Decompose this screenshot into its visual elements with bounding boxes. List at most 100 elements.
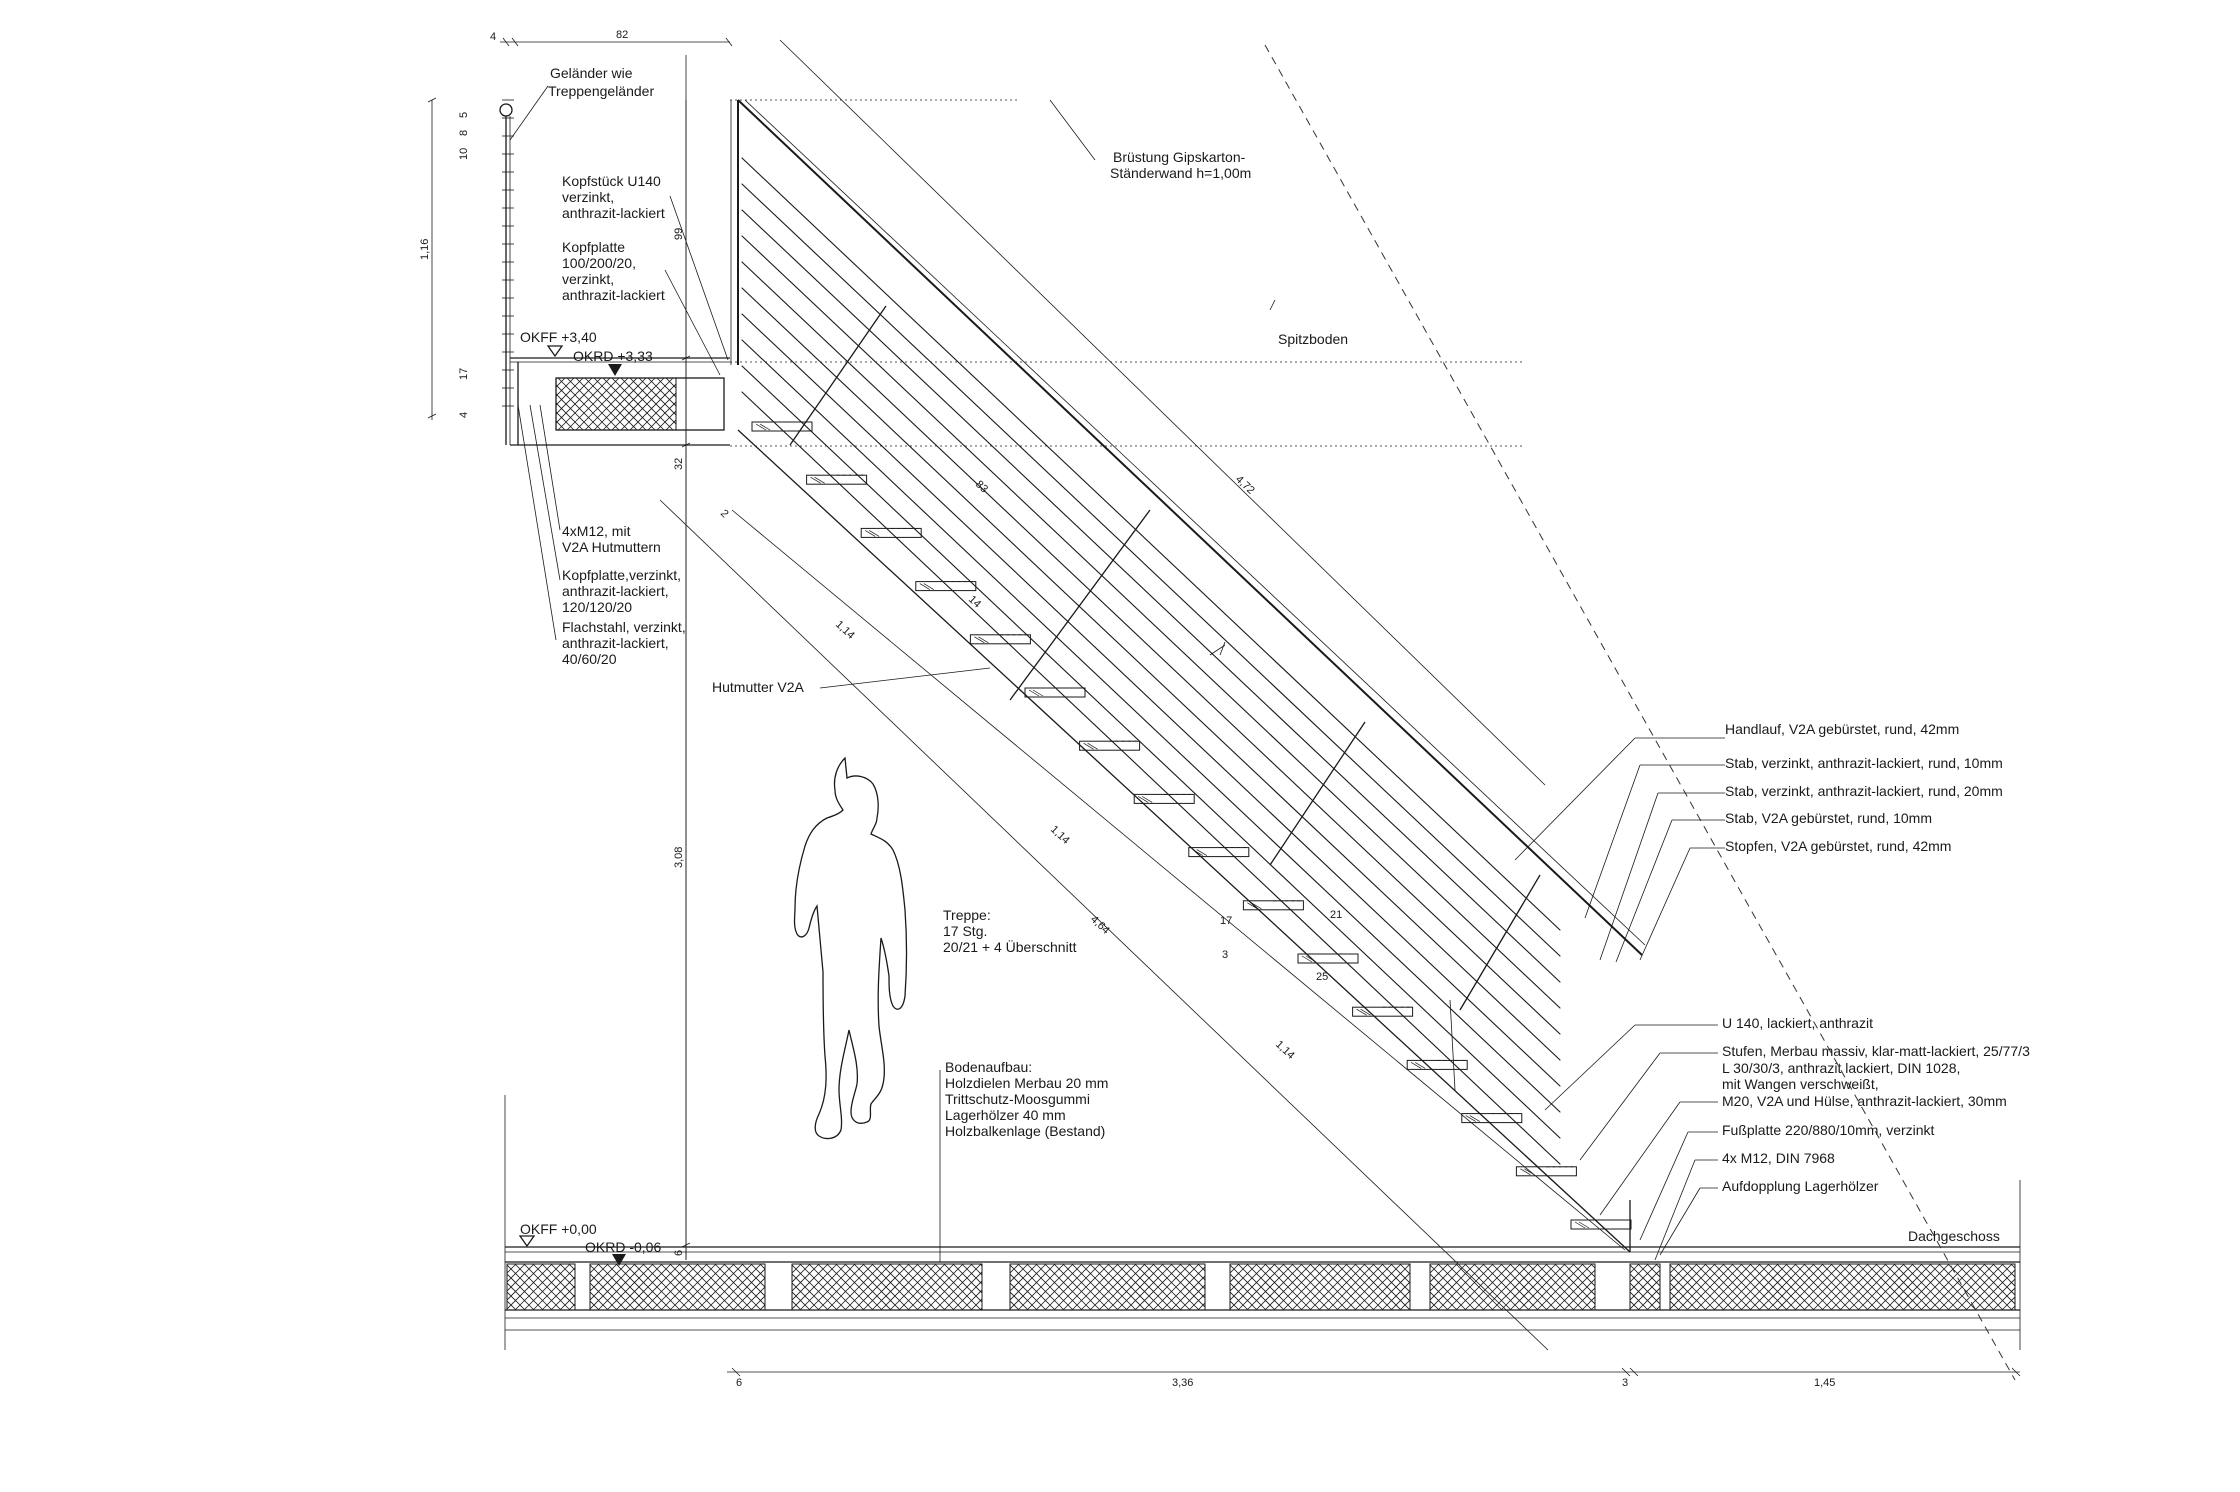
stair-step <box>860 527 922 538</box>
railing-bar <box>741 313 1561 1087</box>
stair-step <box>1297 953 1359 964</box>
label-gelaender: Geländer wie <box>550 65 633 81</box>
label-kopfplatte-3: verzinkt, <box>562 271 614 287</box>
label-m20: M20, V2A und Hülse, anthrazit-lackiert, … <box>1722 1093 2007 1109</box>
stair-step <box>1406 1059 1468 1070</box>
slab-block <box>1429 1263 1596 1311</box>
label-kopfplatte: Kopfplatte <box>562 239 625 255</box>
railing-bar <box>741 339 1561 1113</box>
label-flachstahl: Flachstahl, verzinkt, <box>562 619 686 635</box>
label-boden-3: Trittschutz-Moosgummi <box>945 1091 1090 1107</box>
leader-lines <box>509 85 1725 1262</box>
label-boden-5: Holzbalkenlage (Bestand) <box>945 1123 1105 1139</box>
dim-17-step: 17 <box>1220 915 1232 927</box>
railing-posts <box>789 305 1541 1091</box>
slab-block <box>589 1263 766 1311</box>
stair-step <box>1515 1166 1577 1177</box>
railing-bar <box>741 235 1561 1009</box>
slab-block <box>1669 1263 2016 1311</box>
slab-block <box>1229 1263 1411 1311</box>
dim-17-rail: 17 <box>458 368 470 380</box>
label-kopfstueck-3: anthrazit-lackiert <box>562 205 665 221</box>
label-bruestung: Brüstung Gipskarton- <box>1113 149 1246 165</box>
dim-336: 3,36 <box>1172 1377 1193 1389</box>
dim-5: 5 <box>458 112 470 118</box>
stair-step <box>1570 1219 1632 1230</box>
stair-steps <box>751 421 1632 1230</box>
dim-14: 14 <box>966 593 983 610</box>
label-m12-din: 4x M12, DIN 7968 <box>1722 1150 1835 1166</box>
railing-bar <box>741 365 1561 1139</box>
label-flachstahl-3: 40/60/20 <box>562 651 617 667</box>
dim-82: 82 <box>616 29 628 41</box>
slab-block <box>506 1263 576 1311</box>
railing-bar <box>741 391 1561 1165</box>
label-boden-4: Lagerhölzer 40 mm <box>945 1107 1066 1123</box>
stair-step <box>1133 793 1195 804</box>
label-okrd-top: OKRD +3,33 <box>573 348 653 364</box>
label-m12-2: V2A Hutmuttern <box>562 539 661 555</box>
railing-bar <box>741 287 1561 1061</box>
stair-step <box>1024 687 1086 698</box>
stair-step <box>915 581 977 592</box>
dim-99: 99 <box>673 228 685 240</box>
label-treppe-3: 20/21 + 4 Überschnitt <box>943 938 1077 955</box>
label-u140: U 140, lackiert, anthrazit <box>1722 1015 1873 1031</box>
stair-step <box>1352 1006 1414 1017</box>
annotations: Geländer wie Treppengeländer Kopfstück U… <box>520 65 2030 1255</box>
label-aufdopplung: Aufdopplung Lagerhölzer <box>1722 1178 1879 1194</box>
stair-step <box>751 421 813 432</box>
dim-3: 3 <box>1222 949 1228 961</box>
label-treppe: Treppe: <box>943 907 991 923</box>
stair-railing <box>659 39 1646 1351</box>
slab-block <box>1009 1263 1206 1311</box>
label-kopfplatte2-3: 120/120/20 <box>562 599 632 615</box>
dim-472: 4,72 <box>1233 473 1257 496</box>
stair-step <box>969 634 1031 645</box>
railing-bars <box>741 157 1561 1165</box>
dim-10: 10 <box>458 148 470 160</box>
label-kopfplatte-4: anthrazit-lackiert <box>562 287 665 303</box>
label-okrd-bottom: OKRD -0,06 <box>585 1239 661 1255</box>
dim-114-a: 1,14 <box>833 618 857 641</box>
label-kopfstueck-2: verzinkt, <box>562 189 614 205</box>
dim-6: 6 <box>673 1250 685 1256</box>
dim-32: 32 <box>673 458 685 470</box>
human-silhouette <box>793 756 908 1140</box>
railing-bar <box>741 157 1561 931</box>
landing-hatching <box>555 377 677 431</box>
level-markers <box>518 345 626 1266</box>
label-handlauf: Handlauf, V2A gebürstet, rund, 42mm <box>1725 721 1959 737</box>
dim-308: 3,08 <box>673 847 685 868</box>
guide-lines <box>730 44 2016 1381</box>
label-treppe-2: 17 Stg. <box>943 923 987 939</box>
dim-4-top: 4 <box>490 31 496 43</box>
label-kopfstueck: Kopfstück U140 <box>562 173 661 189</box>
railing-bar <box>741 261 1561 1035</box>
stair-step <box>1461 1113 1523 1124</box>
dimension-texts: 4 82 1,16 99 32 3,08 6 17 4 5 8 10 4,72 … <box>419 29 1835 1389</box>
dim-21: 21 <box>1330 909 1342 921</box>
dim-2: 2 <box>718 507 731 520</box>
dim-4-rail: 4 <box>458 412 470 418</box>
dim-145: 1,45 <box>1814 1377 1835 1389</box>
railing-bar <box>741 183 1561 957</box>
dim-464: 4,64 <box>1088 913 1112 936</box>
dim-116: 1,16 <box>419 239 431 260</box>
label-okff-bottom: OKFF +0,00 <box>520 1221 597 1237</box>
landing-hatch-block <box>555 377 677 431</box>
label-dachgeschoss: Dachgeschoss <box>1908 1228 2000 1244</box>
label-l30-2: mit Wangen verschweißt, <box>1722 1076 1879 1092</box>
dimension-lines <box>427 37 2021 1377</box>
label-boden: Bodenaufbau: <box>945 1059 1032 1075</box>
label-stab2: Stab, verzinkt, anthrazit-lackiert, rund… <box>1725 783 2003 799</box>
slab-block <box>1629 1263 1661 1311</box>
label-m12: 4xM12, mit <box>562 523 631 539</box>
dim-6-bottom: 6 <box>736 1377 742 1389</box>
stair-step <box>1242 900 1304 911</box>
label-stopfen: Stopfen, V2A gebürstet, rund, 42mm <box>1725 838 1951 854</box>
label-l30: L 30/30/3, anthrazit lackiert, DIN 1028, <box>1722 1060 1960 1076</box>
label-flachstahl-2: anthrazit-lackiert, <box>562 635 669 651</box>
label-gelaender-2: Treppengeländer <box>548 83 654 99</box>
